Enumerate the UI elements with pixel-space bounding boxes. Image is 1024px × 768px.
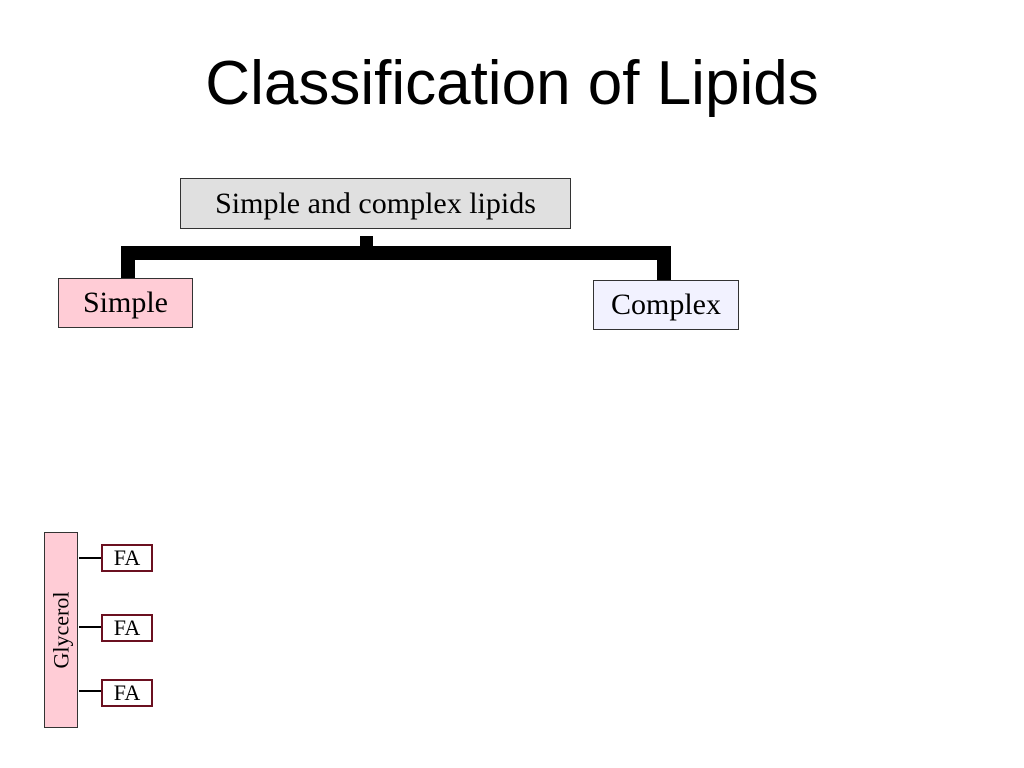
- fatty-acid-chain-2: FA: [101, 614, 153, 642]
- fatty-acid-chain-1: FA: [101, 544, 153, 572]
- child-node-complex-label: Complex: [611, 288, 721, 321]
- connector-right-drop: [657, 246, 671, 280]
- fa-connector-2: [79, 626, 101, 628]
- fa-connector-3: [79, 690, 101, 692]
- fa-connector-1: [79, 557, 101, 559]
- fatty-acid-label-3: FA: [113, 680, 141, 705]
- child-node-simple-label: Simple: [82, 286, 168, 319]
- fatty-acid-chain-3: FA: [101, 679, 153, 707]
- glycerol-backbone: Glycerol: [44, 532, 78, 728]
- fatty-acid-label-1: FA: [113, 545, 141, 570]
- root-node-simple-and-complex-lipids: Simple and complex lipids: [180, 178, 571, 229]
- connector-horizontal: [121, 246, 671, 260]
- child-node-simple: Simple: [58, 278, 193, 328]
- glycerol-label: Glycerol: [48, 591, 73, 669]
- connector-left-drop: [121, 246, 135, 278]
- root-node-label: Simple and complex lipids: [215, 186, 536, 220]
- fatty-acid-label-2: FA: [113, 615, 141, 640]
- connector-stem: [360, 236, 373, 248]
- page-title: Classification of Lipids: [205, 49, 819, 118]
- child-node-complex: Complex: [593, 280, 739, 330]
